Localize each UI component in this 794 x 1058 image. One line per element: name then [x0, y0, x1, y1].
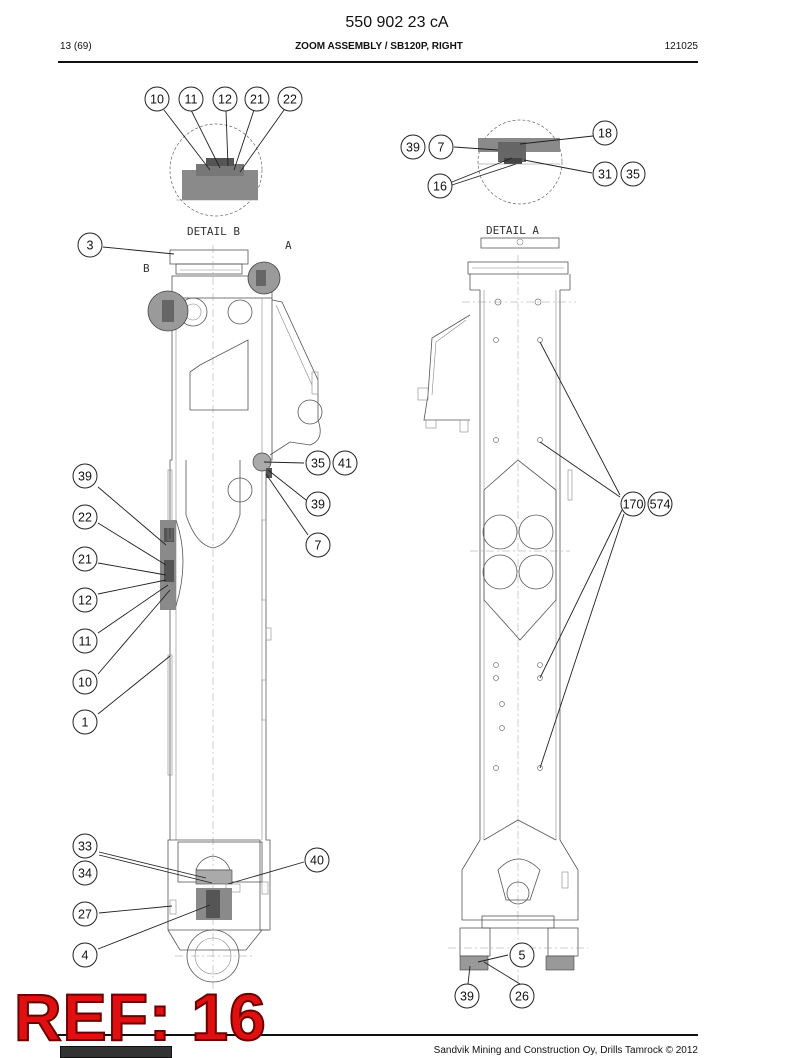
- callout-40: 40: [304, 847, 330, 873]
- header-rule: [58, 61, 698, 63]
- svg-text:39: 39: [406, 141, 420, 155]
- svg-text:18: 18: [598, 127, 612, 141]
- left-boom-view: [147, 245, 323, 990]
- footer-copyright: Sandvik Mining and Construction Oy, Dril…: [433, 1045, 698, 1056]
- leader-lines: [97, 109, 625, 985]
- svg-text:10: 10: [150, 93, 164, 107]
- detail-a-label: DETAIL A: [486, 224, 539, 237]
- callout-35-boom: 35: [305, 450, 331, 476]
- callout-22-side: 22: [72, 504, 98, 530]
- ref-stamp: REF: 16: [13, 980, 267, 1054]
- callout-39-foot: 39: [454, 983, 480, 1009]
- svg-text:12: 12: [78, 594, 92, 608]
- callout-26: 26: [509, 983, 535, 1009]
- svg-text:41: 41: [338, 457, 352, 471]
- svg-text:39: 39: [460, 990, 474, 1004]
- svg-text:12: 12: [218, 93, 232, 107]
- callout-31: 31: [592, 161, 618, 187]
- callout-27: 27: [72, 901, 98, 927]
- svg-text:21: 21: [78, 553, 92, 567]
- page-header: 13 (69) ZOOM ASSEMBLY / SB120P, RIGHT 12…: [60, 41, 698, 55]
- svg-text:5: 5: [519, 949, 526, 963]
- svg-text:7: 7: [438, 141, 445, 155]
- document-number: 550 902 23 cA: [345, 14, 449, 31]
- callout-39-boom: 39: [305, 491, 331, 517]
- detail-b-view: DETAIL B: [169, 123, 263, 238]
- right-boom-view: [417, 237, 588, 990]
- callout-18: 18: [592, 120, 618, 146]
- callout-1: 1: [72, 709, 98, 735]
- callout-11: 11: [178, 86, 204, 112]
- drawing-code: 121025: [664, 41, 698, 52]
- callout-33: 33: [72, 833, 98, 859]
- marker-b: B: [143, 262, 150, 275]
- callout-39-detail-a: 39: [400, 134, 426, 160]
- svg-text:11: 11: [185, 93, 198, 107]
- callout-10-side: 10: [72, 669, 98, 695]
- svg-text:22: 22: [78, 511, 92, 525]
- svg-text:33: 33: [78, 840, 92, 854]
- svg-text:40: 40: [310, 854, 324, 868]
- callout-7-detail-a: 7: [428, 134, 454, 160]
- callout-574: 574: [647, 491, 673, 517]
- callout-12: 12: [212, 86, 238, 112]
- callout-22: 22: [277, 86, 303, 112]
- svg-text:1: 1: [82, 716, 89, 730]
- svg-text:34: 34: [78, 867, 92, 881]
- svg-text:39: 39: [311, 498, 325, 512]
- svg-text:39: 39: [78, 470, 92, 484]
- svg-text:22: 22: [283, 93, 297, 107]
- callout-41: 41: [332, 450, 358, 476]
- svg-text:574: 574: [650, 498, 671, 512]
- svg-text:31: 31: [598, 168, 612, 182]
- detail-b-label: DETAIL B: [187, 225, 240, 238]
- callout-170: 170: [620, 491, 646, 517]
- callout-35-detail-a: 35: [620, 161, 646, 187]
- callout-34: 34: [72, 860, 98, 886]
- callout-3: 3: [77, 232, 103, 258]
- svg-text:7: 7: [315, 539, 322, 553]
- svg-text:27: 27: [78, 908, 92, 922]
- svg-text:26: 26: [515, 990, 529, 1004]
- svg-text:170: 170: [623, 498, 644, 512]
- callout-11-side: 11: [72, 628, 98, 654]
- callout-39-side: 39: [72, 463, 98, 489]
- detail-a-view: DETAIL A: [477, 119, 563, 237]
- callout-16: 16: [427, 173, 453, 199]
- footer-rule: [58, 1034, 698, 1036]
- drawing-title: ZOOM ASSEMBLY / SB120P, RIGHT: [295, 41, 463, 52]
- callout-21-side: 21: [72, 546, 98, 572]
- svg-text:4: 4: [82, 949, 89, 963]
- svg-text:16: 16: [433, 180, 447, 194]
- page-number: 13 (69): [60, 41, 92, 52]
- svg-text:11: 11: [79, 635, 92, 649]
- svg-text:10: 10: [78, 676, 92, 690]
- marker-a: A: [285, 239, 292, 252]
- callout-5: 5: [509, 942, 535, 968]
- callout-7-boom: 7: [305, 532, 331, 558]
- svg-text:35: 35: [311, 457, 325, 471]
- callout-10: 10: [144, 86, 170, 112]
- callout-12-side: 12: [72, 587, 98, 613]
- callout-4: 4: [72, 942, 98, 968]
- svg-text:21: 21: [250, 93, 264, 107]
- svg-text:3: 3: [87, 239, 94, 253]
- callout-21: 21: [244, 86, 270, 112]
- svg-text:35: 35: [626, 168, 640, 182]
